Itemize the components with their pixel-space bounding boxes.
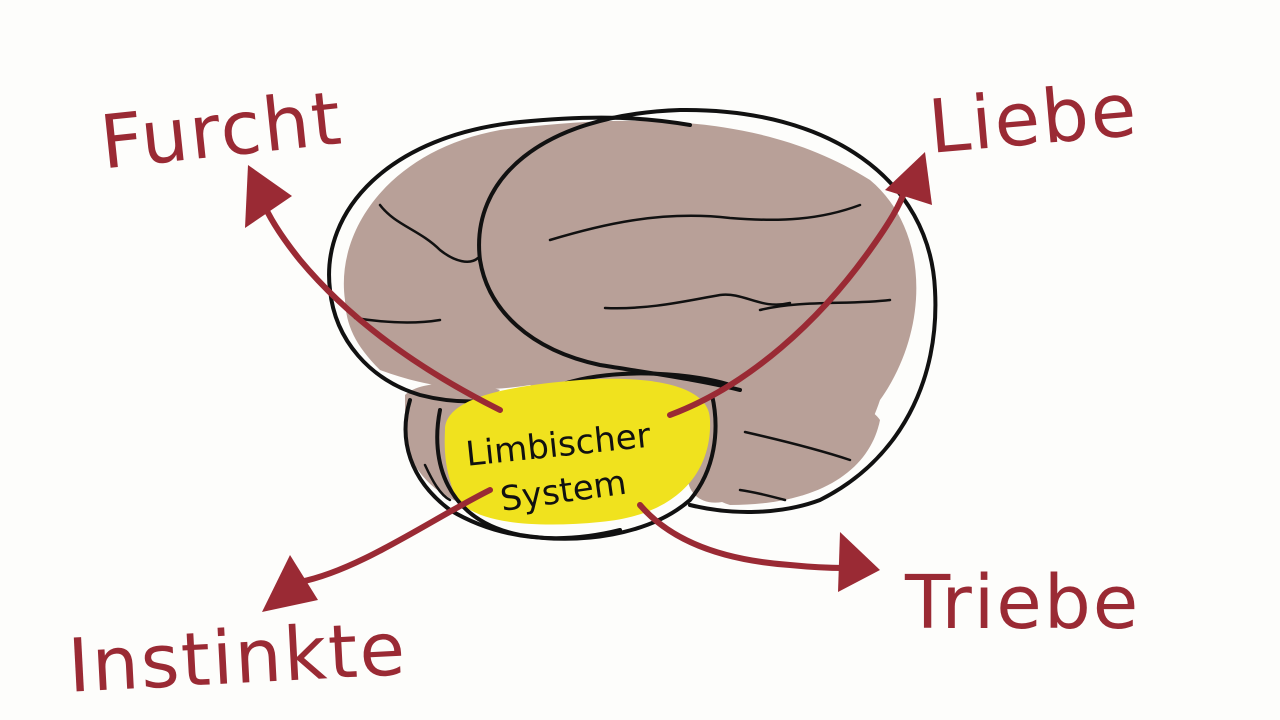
arrows	[245, 152, 932, 612]
arrow-to-liebe-head	[885, 152, 932, 205]
label-instinkte: Instinkte	[66, 606, 409, 710]
arrow-to-triebe-head	[838, 532, 880, 592]
label-furcht: Furcht	[96, 75, 346, 186]
arrow-to-furcht-line	[259, 197, 503, 413]
label-triebe: Triebe	[904, 560, 1140, 646]
brain-fold-1	[378, 203, 480, 263]
label-liebe: Liebe	[925, 67, 1142, 171]
brain-front-lobe-outline	[477, 107, 938, 514]
brain-fold-4	[603, 293, 792, 310]
arrow-to-liebe-line	[667, 187, 908, 418]
cerebellum-fill	[695, 388, 880, 505]
brain-illustration	[327, 107, 938, 541]
arrow-to-instinkte-head	[262, 555, 318, 612]
cerebellum-fold-1	[743, 430, 852, 462]
labels: Furcht Liebe Instinkte Triebe	[66, 67, 1142, 710]
brain-fold-3	[548, 203, 862, 242]
brain-inner-curve	[478, 258, 742, 392]
limbic-system-fill	[444, 378, 711, 525]
limbic-system-outline	[435, 393, 718, 541]
arrow-to-furcht-head	[245, 165, 292, 228]
limbic-system: Limbischer System	[435, 378, 718, 541]
arrow-to-instinkte-line	[297, 487, 493, 585]
brainstem-fold	[423, 463, 452, 502]
cerebellum-fold-2	[738, 488, 787, 502]
brain-back-outline	[327, 115, 692, 292]
arrow-to-triebe-line	[637, 502, 848, 571]
